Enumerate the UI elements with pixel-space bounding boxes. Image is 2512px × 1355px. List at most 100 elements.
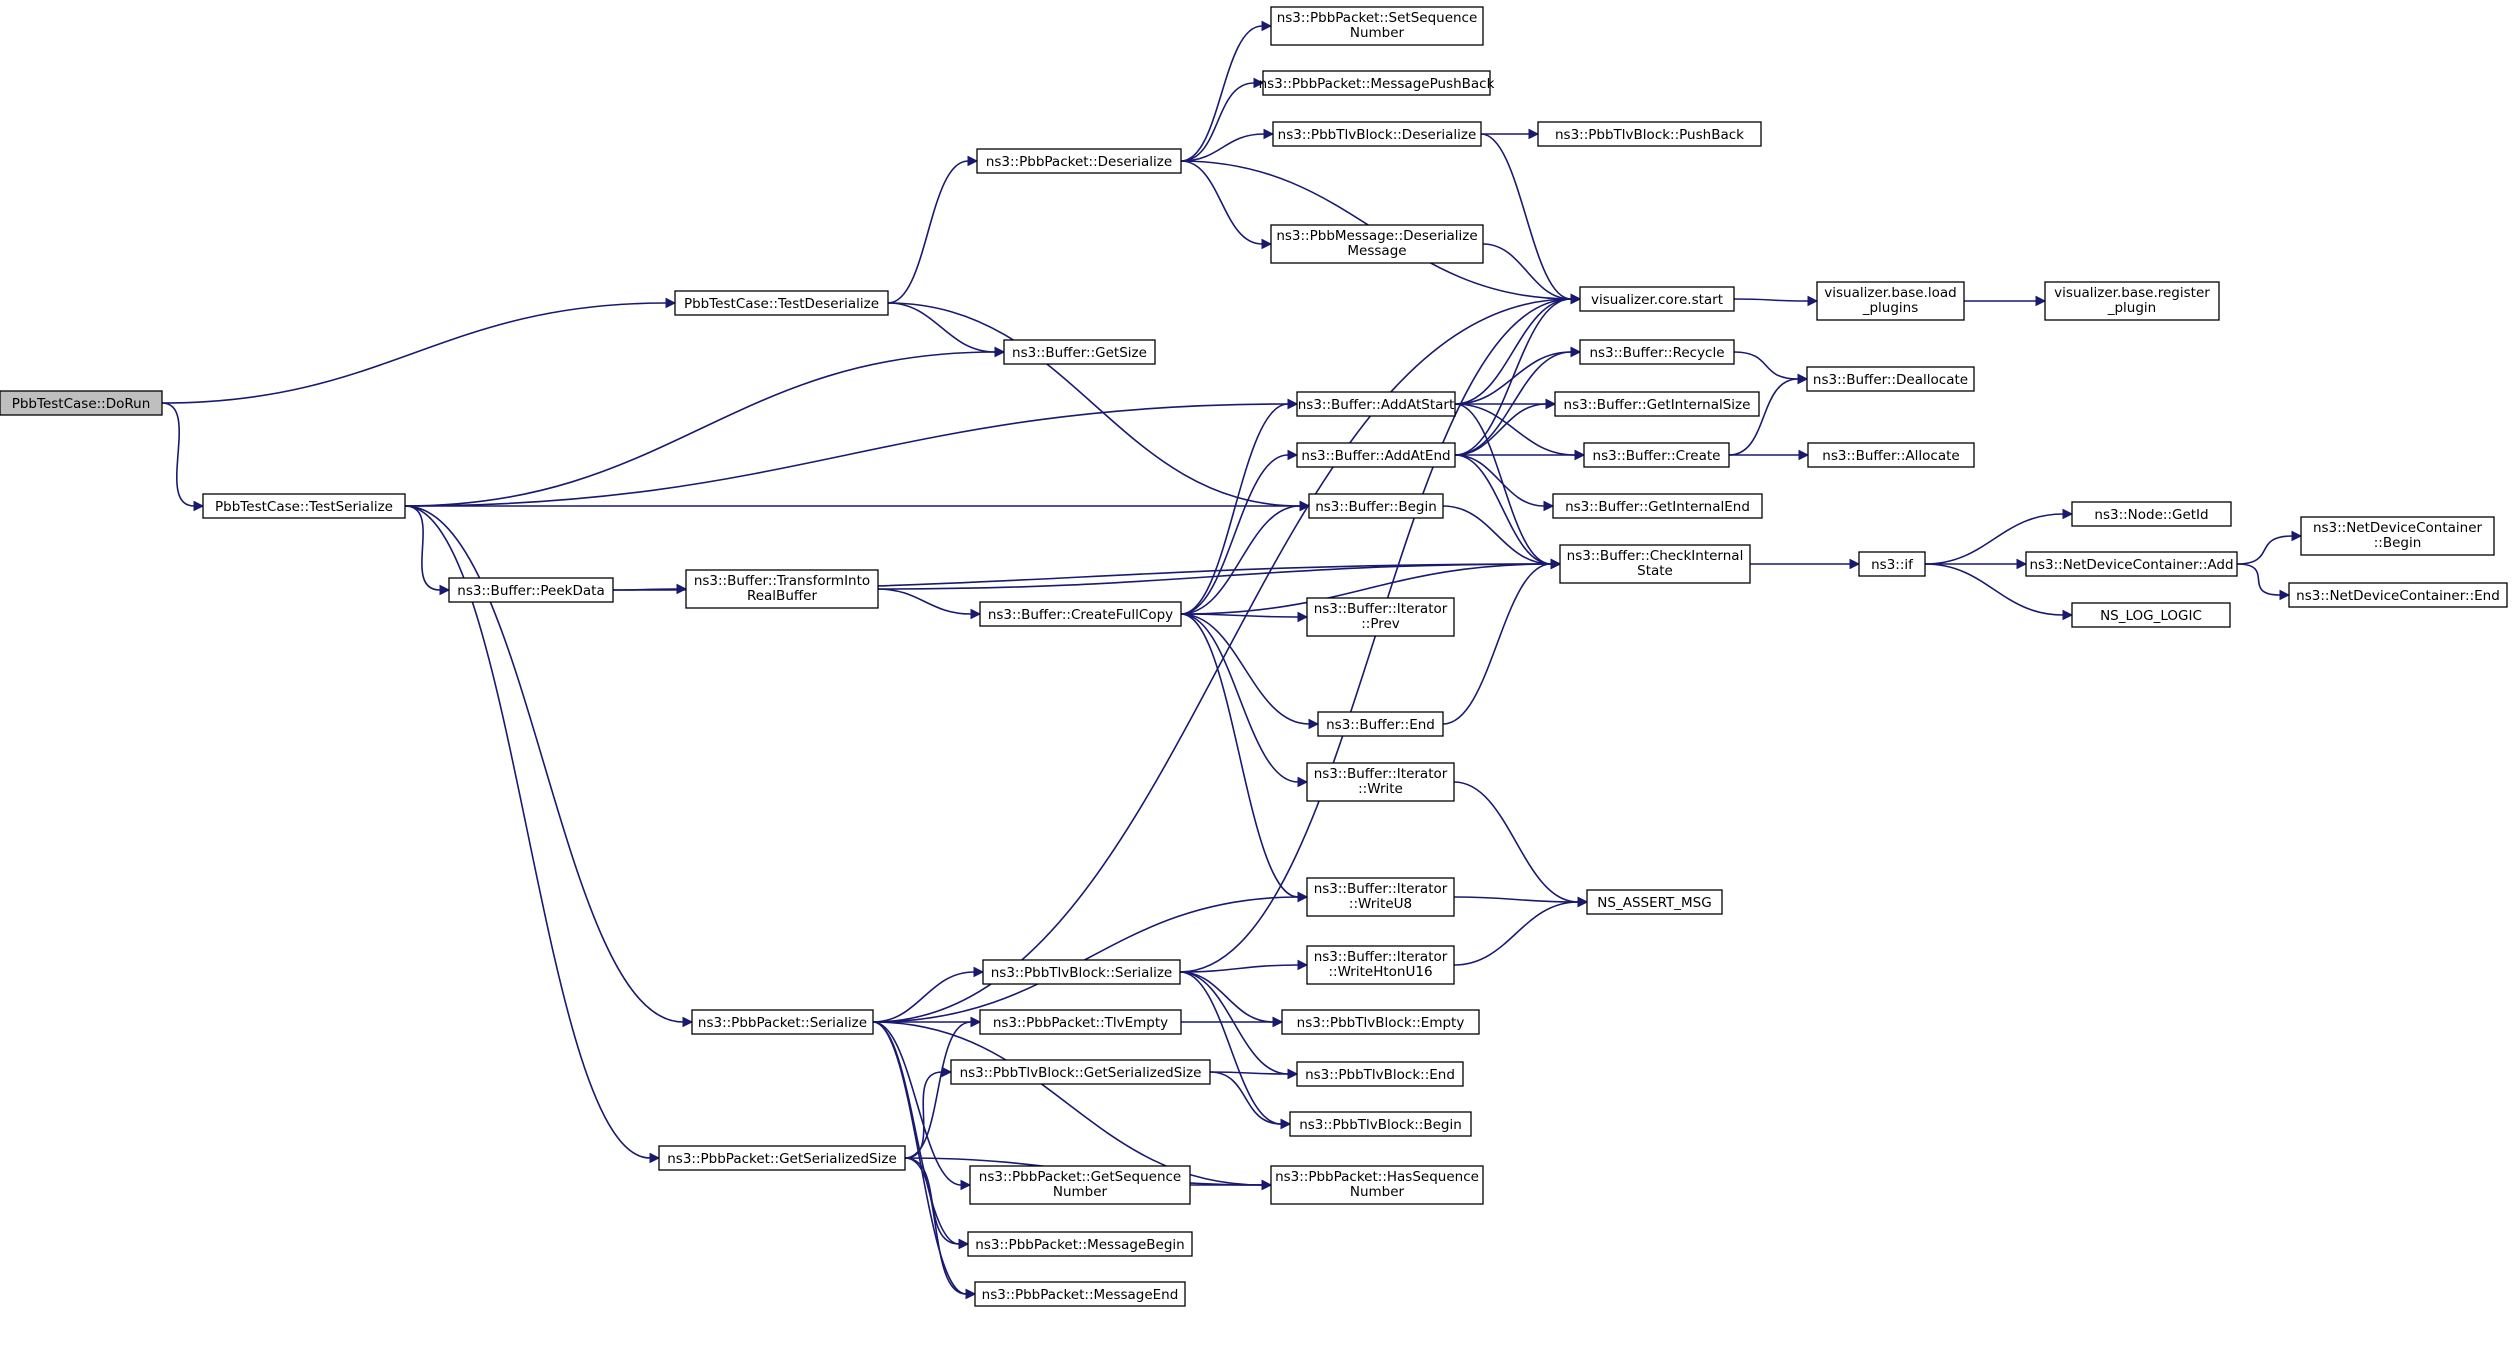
node-tlvpush[interactable]: ns3::PbbTlvBlock::PushBack [1537, 121, 1762, 147]
node-label: ns3::PbbTlvBlock::End [1305, 1067, 1455, 1083]
node-label: ns3::Buffer::Iterator [1314, 601, 1448, 617]
node-box [658, 1145, 906, 1171]
node-box [1296, 391, 1456, 417]
edge-begin-to-checkint [1442, 505, 1562, 570]
node-label: ns3::Buffer::Iterator [1314, 766, 1448, 782]
node-label: ns3::Buffer::AddAtEnd [1301, 448, 1450, 464]
node-tlvbegin[interactable]: ns3::PbbTlvBlock::Begin [1289, 1111, 1472, 1137]
node-label: ns3::PbbTlvBlock::Serialize [991, 965, 1173, 981]
node-label: visualizer.core.start [1591, 292, 1723, 308]
node-ndcend[interactable]: ns3::NetDeviceContainer::End [2288, 582, 2508, 608]
node-itprev[interactable]: ns3::Buffer::Iterator::Prev [1306, 597, 1455, 637]
node-itwrite[interactable]: ns3::Buffer::Iterator::Write [1306, 762, 1455, 802]
node-testser[interactable]: PbbTestCase::TestSerialize [202, 493, 406, 519]
node-box [202, 493, 406, 519]
edge-addend-to-checkint [1454, 454, 1562, 570]
node-pktdeser[interactable]: ns3::PbbPacket::Deserialize [976, 148, 1182, 174]
node-box [1262, 70, 1491, 96]
node-label: _plugin [2107, 300, 2157, 316]
node-label: ::WriteU8 [1349, 896, 1412, 912]
edge-fullcopy-to-begin [1180, 500, 1311, 615]
node-box [1537, 121, 1762, 147]
edge-checkint-to-nsif [1749, 558, 1861, 570]
node-label: ns3::Buffer::End [1326, 717, 1435, 733]
node-bufend[interactable]: ns3::Buffer::End [1317, 711, 1444, 737]
node-label: State [1637, 563, 1673, 579]
node-create[interactable]: ns3::Buffer::Create [1583, 442, 1730, 468]
node-msgpush[interactable]: ns3::PbbPacket::MessagePushBack [1259, 70, 1495, 96]
node-box [1270, 224, 1484, 264]
node-nodegetid[interactable]: ns3::Node::GetId [2071, 501, 2232, 527]
node-box [1281, 1009, 1480, 1035]
node-pktser[interactable]: ns3::PbbPacket::Serialize [691, 1009, 874, 1035]
node-tlvblkempty[interactable]: ns3::PbbTlvBlock::Empty [1281, 1009, 1480, 1035]
node-vreg[interactable]: visualizer.base.register_plugin [2044, 281, 2220, 321]
node-alloc[interactable]: ns3::Buffer::Allocate [1807, 442, 1975, 468]
node-label: ns3::PbbTlvBlock::PushBack [1555, 127, 1744, 143]
node-fullcopy[interactable]: ns3::Buffer::CreateFullCopy [979, 601, 1182, 627]
node-getintsize[interactable]: ns3::Buffer::GetInternalSize [1554, 391, 1760, 417]
node-nslog[interactable]: NS_LOG_LOGIC [2071, 602, 2231, 628]
node-tlvdeser[interactable]: ns3::PbbTlvBlock::Deserialize [1272, 121, 1482, 147]
node-pktgss[interactable]: ns3::PbbPacket::GetSerializedSize [658, 1145, 906, 1171]
node-nsassert[interactable]: NS_ASSERT_MSG [1586, 889, 1723, 915]
node-box [1317, 711, 1444, 737]
node-begin[interactable]: ns3::Buffer::Begin [1308, 493, 1444, 519]
node-dorun[interactable]: PbbTestCase::DoRun [0, 390, 163, 416]
edge-nsif-to-ndcadd [1924, 558, 2028, 570]
node-addstart[interactable]: ns3::Buffer::AddAtStart [1296, 391, 1456, 417]
node-itwriteu8[interactable]: ns3::Buffer::Iterator::WriteU8 [1306, 877, 1455, 917]
node-label: ns3::NetDeviceContainer [2313, 520, 2483, 536]
node-msgbegin[interactable]: ns3::PbbPacket::MessageBegin [967, 1231, 1193, 1257]
node-box [967, 1231, 1193, 1257]
node-box [1308, 493, 1444, 519]
node-box [1554, 391, 1760, 417]
node-box [674, 290, 889, 316]
node-itwritehton[interactable]: ns3::Buffer::Iterator::WriteHtonU16 [1306, 945, 1455, 985]
edge-itwritehton-to-nsassert [1453, 896, 1589, 966]
node-ndcadd[interactable]: ns3::NetDeviceContainer::Add [2025, 551, 2238, 577]
node-label: ::Begin [2374, 535, 2422, 551]
edge-msgdeser-to-vstart [1482, 243, 1582, 305]
node-label: ::WriteHtonU16 [1328, 964, 1432, 980]
edge-fullcopy-to-addend [1180, 449, 1299, 615]
node-peek[interactable]: ns3::Buffer::PeekData [448, 577, 614, 603]
node-vload[interactable]: visualizer.base.load_plugins [1816, 281, 1965, 321]
node-addend[interactable]: ns3::Buffer::AddAtEnd [1296, 442, 1456, 468]
node-label: ns3::Buffer::CheckInternal [1567, 548, 1744, 564]
node-testdeser[interactable]: PbbTestCase::TestDeserialize [674, 290, 889, 316]
node-label: visualizer.base.load [1824, 285, 1956, 301]
node-nsif[interactable]: ns3::if [1858, 551, 1926, 577]
node-dealloc[interactable]: ns3::Buffer::Deallocate [1806, 366, 1975, 392]
node-ndcbegin[interactable]: ns3::NetDeviceContainer::Begin [2300, 516, 2495, 556]
node-getintend[interactable]: ns3::Buffer::GetInternalEnd [1552, 493, 1763, 519]
node-msgend[interactable]: ns3::PbbPacket::MessageEnd [974, 1281, 1186, 1307]
node-label: ns3::PbbTlvBlock::Begin [1299, 1117, 1462, 1133]
edge-transform-to-fullcopy [877, 588, 982, 620]
edge-fullcopy-to-itwriteu8 [1180, 613, 1309, 903]
node-label: ns3::Buffer::AddAtStart [1298, 397, 1455, 413]
node-getsize[interactable]: ns3::Buffer::GetSize [1003, 339, 1156, 365]
node-tlvend[interactable]: ns3::PbbTlvBlock::End [1296, 1061, 1464, 1087]
node-box [974, 1281, 1186, 1307]
node-label: ns3::Buffer::Create [1593, 448, 1721, 464]
node-label: ns3::PbbTlvBlock::GetSerializedSize [960, 1065, 1202, 1081]
node-box [969, 1165, 1191, 1205]
edge-addstart-to-vstart [1454, 293, 1582, 405]
node-vstart[interactable]: visualizer.core.start [1579, 286, 1735, 312]
node-box [1807, 442, 1975, 468]
node-tlvser[interactable]: ns3::PbbTlvBlock::Serialize [982, 959, 1181, 985]
edge-testdeser-to-pktdeser [887, 155, 979, 304]
node-box [2300, 516, 2495, 556]
node-tlvgss[interactable]: ns3::PbbTlvBlock::GetSerializedSize [950, 1059, 1211, 1085]
node-tlvempty[interactable]: ns3::PbbPacket::TlvEmpty [979, 1009, 1182, 1035]
node-label: ::Prev [1361, 616, 1400, 632]
node-recycle[interactable]: ns3::Buffer::Recycle [1579, 339, 1735, 365]
node-label: ns3::PbbMessage::Deserialize [1276, 228, 1477, 244]
